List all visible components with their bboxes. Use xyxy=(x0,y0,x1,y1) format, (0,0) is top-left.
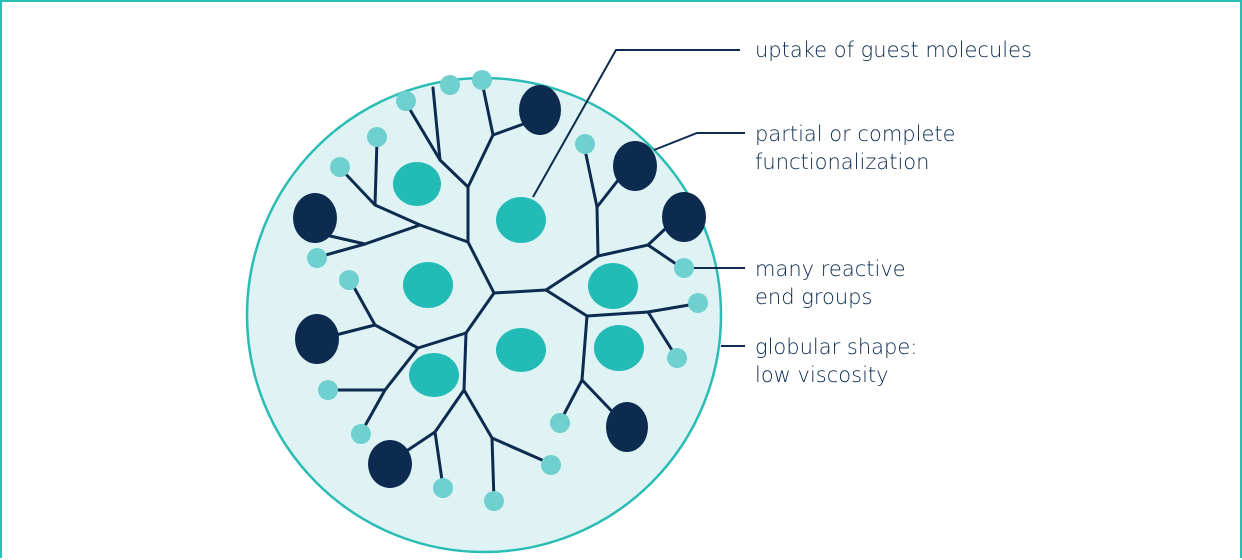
functional-group xyxy=(519,85,561,135)
end-group xyxy=(367,127,387,147)
end-group xyxy=(541,455,561,475)
functional-group xyxy=(662,192,706,242)
label-end-groups-line1: many reactive xyxy=(755,257,906,281)
guest-molecules xyxy=(393,162,644,397)
end-group xyxy=(667,348,687,368)
label-end-groups: many reactive end groups xyxy=(755,255,906,311)
end-group xyxy=(550,413,570,433)
label-functionalization: partial or complete functionalization xyxy=(755,120,956,176)
label-globular-line1: globular shape: xyxy=(755,335,918,359)
end-group xyxy=(688,293,708,313)
leader-functionalization xyxy=(653,132,745,151)
functional-groups xyxy=(293,85,706,488)
label-globular: globular shape: low viscosity xyxy=(755,333,917,389)
guest-molecule xyxy=(393,162,441,206)
label-uptake: uptake of guest molecules xyxy=(755,36,1032,64)
end-group xyxy=(351,424,371,444)
end-group xyxy=(330,157,350,177)
leader-uptake xyxy=(532,49,740,198)
guest-molecule xyxy=(403,262,453,308)
guest-molecule xyxy=(409,353,459,397)
end-group xyxy=(674,258,694,278)
label-globular-line2: low viscosity xyxy=(755,363,889,387)
functional-group xyxy=(295,314,339,364)
functional-group xyxy=(606,402,648,452)
end-group xyxy=(484,491,504,511)
functional-group xyxy=(613,141,657,191)
end-group xyxy=(472,70,492,90)
label-functionalization-line2: functionalization xyxy=(755,150,930,174)
functional-group xyxy=(293,193,337,243)
guest-molecule xyxy=(496,328,546,372)
end-group xyxy=(433,478,453,498)
leader-lines xyxy=(532,49,745,347)
end-group xyxy=(575,134,595,154)
end-group xyxy=(440,75,460,95)
reactive-end-groups xyxy=(307,70,708,511)
end-group xyxy=(339,270,359,290)
label-end-groups-line2: end groups xyxy=(755,285,873,309)
guest-molecule xyxy=(588,263,638,309)
end-group xyxy=(307,248,327,268)
guest-molecule xyxy=(496,197,546,243)
end-group xyxy=(318,380,338,400)
label-functionalization-line1: partial or complete xyxy=(755,122,956,146)
label-uptake-text: uptake of guest molecules xyxy=(755,38,1032,62)
guest-molecule xyxy=(594,325,644,371)
end-group xyxy=(396,91,416,111)
functional-group xyxy=(368,440,412,488)
